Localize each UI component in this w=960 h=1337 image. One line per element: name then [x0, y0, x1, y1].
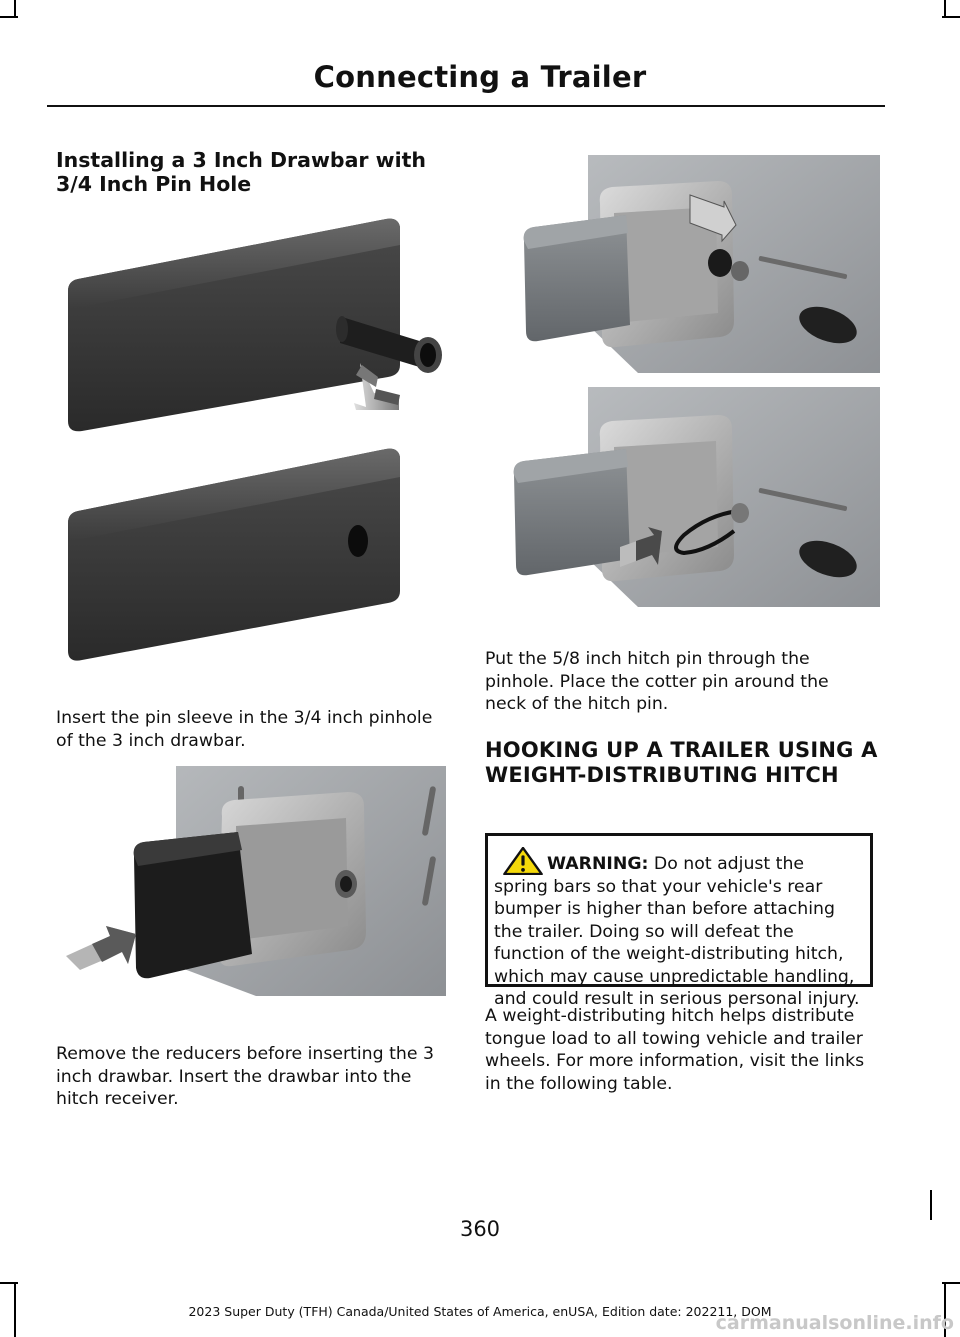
crop-mark-bottom-right-v	[944, 1282, 946, 1337]
crop-mark-top-left-v	[14, 0, 16, 18]
crop-mark-top-left-h	[0, 16, 18, 18]
hitch-pin-cotter-pin-illustration	[513, 155, 880, 607]
warning-label: WARNING:	[547, 854, 649, 874]
crop-mark-bottom-left-h	[0, 1282, 18, 1284]
warning-box: WARNING: Do not adjust the spring bars s…	[485, 833, 873, 1009]
page-title: Connecting a Trailer	[313, 60, 647, 94]
warning-text: Do not adjust the spring bars so that yo…	[494, 854, 860, 1009]
footer-edition-text: 2023 Super Duty (TFH) Canada/United Stat…	[188, 1304, 772, 1319]
crop-mark-bottom-left-v	[14, 1282, 16, 1337]
watermark: carmanualsonline.info	[715, 1312, 954, 1334]
crop-mark-top-right-h	[942, 16, 960, 18]
drawbar-insert-receiver-illustration	[66, 766, 446, 996]
warning-triangle-icon	[503, 847, 543, 875]
crop-mark-right-tick	[930, 1190, 932, 1220]
page-number: 360	[459, 1217, 501, 1241]
crop-mark-top-right-v	[944, 0, 946, 18]
right-paragraph-2: A weight-distributing hitch helps distri…	[485, 1006, 865, 1094]
header-divider	[47, 105, 885, 107]
left-paragraph-2: Remove the reducers before inserting the…	[56, 1044, 434, 1109]
drawbar-pin-sleeve-illustration	[68, 218, 442, 661]
section-subheading: Installing a 3 Inch Drawbar with 3/4 Inc…	[56, 148, 427, 196]
section-heading: HOOKING UP A TRAILER USING A WEIGHT-DIST…	[485, 738, 878, 787]
left-paragraph-1: Insert the pin sleeve in the 3/4 inch pi…	[56, 708, 433, 751]
crop-mark-bottom-right-h	[942, 1282, 960, 1284]
right-paragraph-1: Put the 5/8 inch hitch pin through the p…	[485, 649, 829, 714]
